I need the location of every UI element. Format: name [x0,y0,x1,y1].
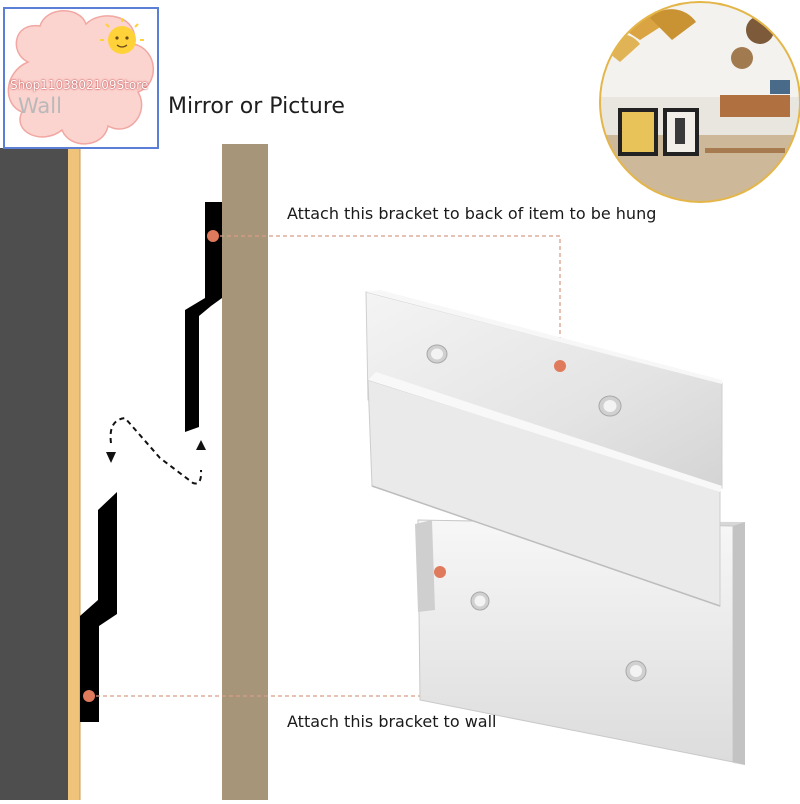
top-leader-line [213,235,561,366]
sun-icon [108,26,136,54]
screw-hole [630,665,642,677]
arrow-down-icon [106,452,116,463]
screw-hole [474,595,486,607]
aluminum-bracket-render [365,290,745,765]
wall-label: Wall [18,94,62,118]
bottom-leader-dot-bracket [434,566,446,578]
screw-hole [603,400,617,412]
bottom-bracket-profile [80,492,117,722]
motion-path [109,416,203,485]
room-photo-inset [599,1,800,203]
bottom-bracket-callout: Attach this bracket to wall [287,712,497,731]
item-panel [222,144,268,800]
top-leader-dot-bracket [554,360,566,372]
top-leader-dot-left [207,230,219,242]
bottom-leader-dot-left [83,690,95,702]
item-label: Mirror or Picture [168,94,345,119]
top-bracket-callout: Attach this bracket to back of item to b… [287,204,657,223]
shop-watermark: Shop1103802109Store [10,78,149,92]
wall-surface-layer [68,148,80,800]
arrow-up-icon [196,440,206,450]
screw-hole [431,348,443,360]
top-bracket-profile [185,202,222,432]
wall-dark-layer [0,148,68,800]
cloud-badge [3,7,159,149]
